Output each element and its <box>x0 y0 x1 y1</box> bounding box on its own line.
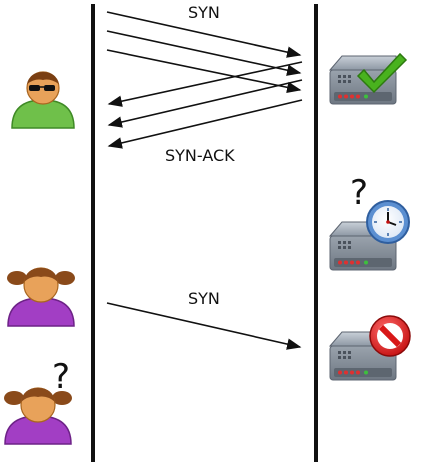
syn-arrow-1 <box>106 11 302 58</box>
person-girl-icon <box>7 267 75 327</box>
syn-ack-label: SYN-ACK <box>165 146 235 165</box>
syn-arrow-3 <box>106 49 302 94</box>
syn-ack-arrow-3 <box>107 99 303 149</box>
no-entry-icon <box>369 315 411 357</box>
server-checkmark-icon <box>328 52 408 105</box>
server-question-mark: ? <box>350 173 368 213</box>
syn-label-top: SYN <box>188 3 220 22</box>
syn-arrows <box>106 11 302 94</box>
person-girl-confused-icon <box>4 387 72 445</box>
girl-question-mark: ? <box>52 357 70 397</box>
person-sunglasses-icon <box>11 71 75 129</box>
syn-arrow-2 <box>106 30 302 76</box>
syn-label-bottom: SYN <box>188 289 220 308</box>
syn-arrow-blocked <box>106 302 302 350</box>
clock-icon <box>366 200 410 244</box>
server-blocked-icon <box>328 331 397 381</box>
syn-ack-arrows <box>107 61 303 149</box>
syn-ack-arrow-2 <box>107 79 303 128</box>
syn-ack-arrow-1 <box>107 61 303 107</box>
